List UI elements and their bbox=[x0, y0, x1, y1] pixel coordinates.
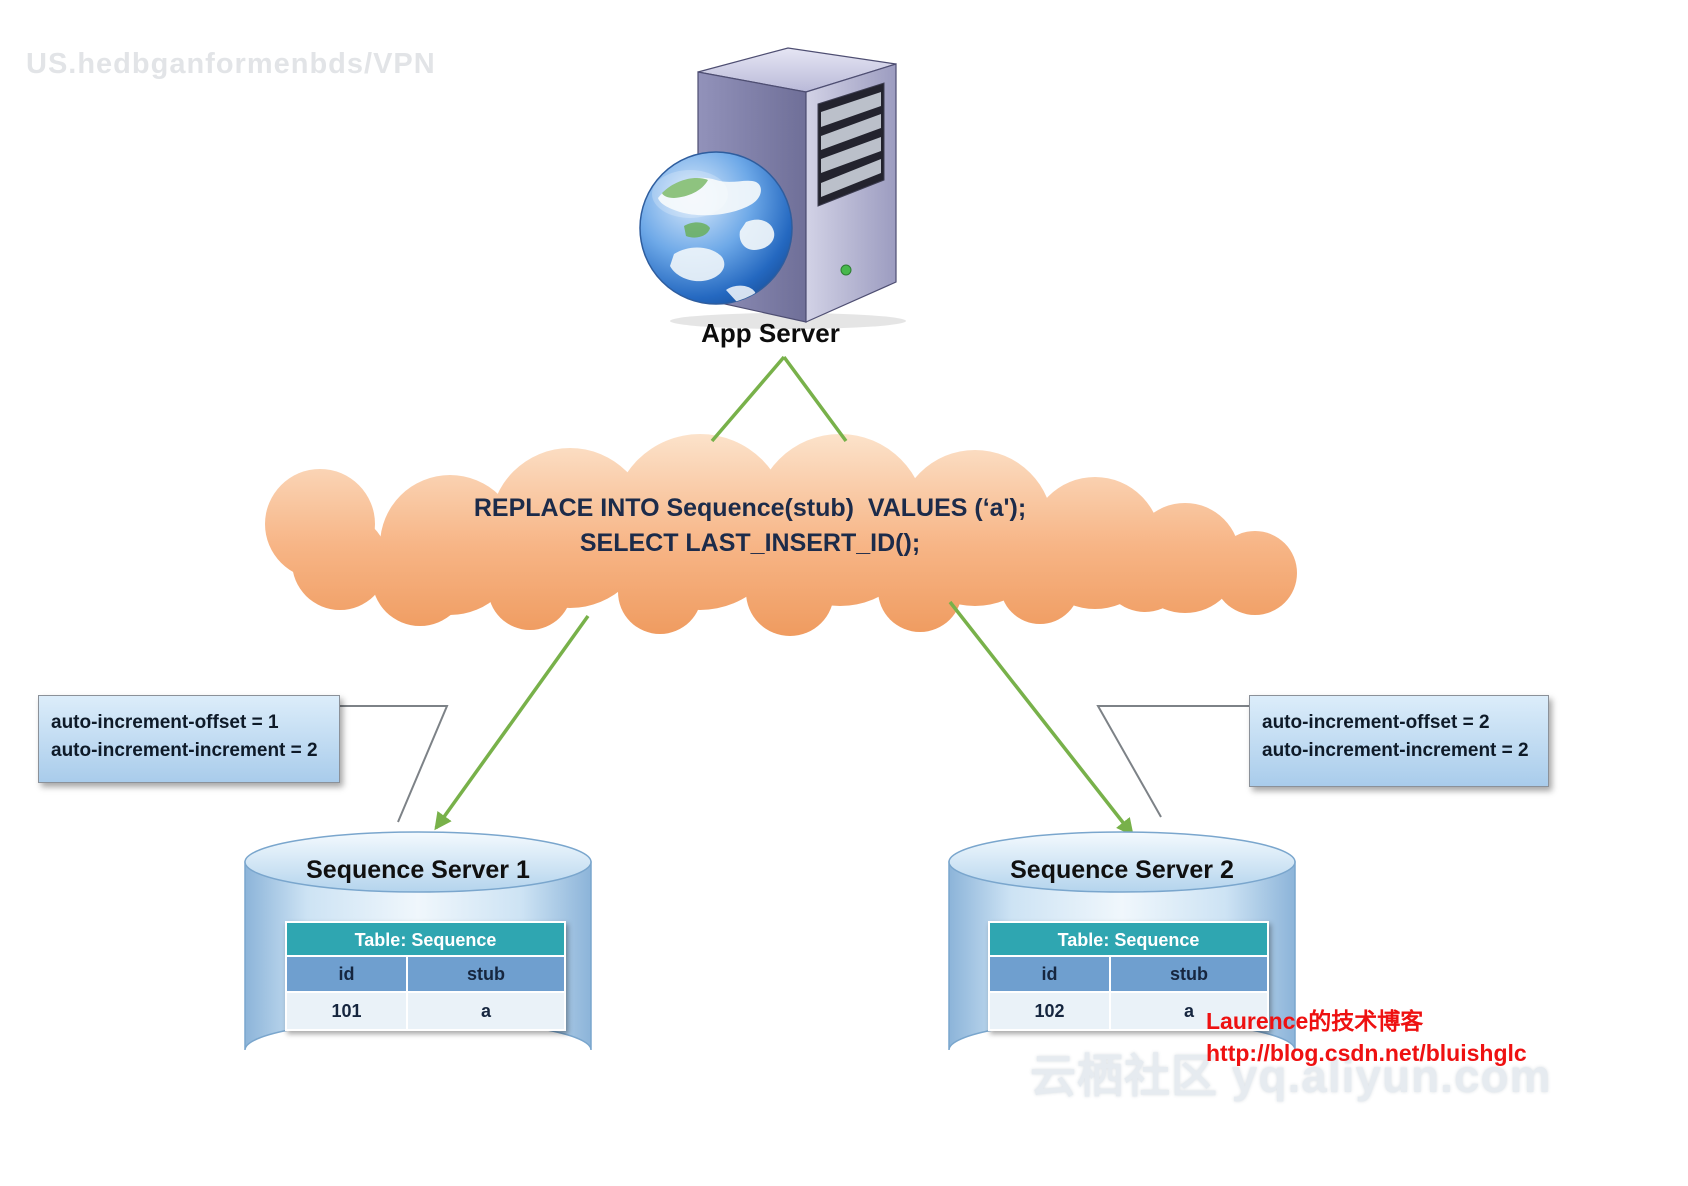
cloud-sql-text: REPLACE INTO Sequence(stub) VALUES (‘a')… bbox=[394, 491, 1106, 561]
table1-data-row: 101 a bbox=[287, 993, 564, 1029]
cloud-to-server2-arrow bbox=[948, 600, 1134, 837]
callout-left-line1: auto-increment-offset = 1 bbox=[51, 712, 279, 733]
power-led-icon bbox=[840, 264, 852, 276]
callout-right-line2: auto-increment-increment = 2 bbox=[1262, 740, 1529, 761]
cloud-sql-line1: REPLACE INTO Sequence(stub) VALUES (‘a')… bbox=[473, 494, 1027, 522]
callout-leader-right bbox=[1096, 705, 1249, 818]
cloud-to-server1-arrow bbox=[434, 614, 590, 831]
table2-column-row: id stub bbox=[990, 957, 1267, 993]
sequence-server2-title: Sequence Server 2 bbox=[1010, 856, 1234, 884]
blog-name-watermark: Laurence的技术博客 bbox=[1206, 1008, 1424, 1034]
watermark-top-left: US.hedbganformenbds/VPN bbox=[26, 48, 436, 80]
table1-header: Table: Sequence bbox=[287, 923, 564, 957]
blog-url-watermark: http://blog.csdn.net/bluishglc bbox=[1206, 1040, 1527, 1066]
table2-cell-stub: a bbox=[1111, 993, 1267, 1029]
table2-cell-id: 102 bbox=[990, 993, 1111, 1029]
icon-shadow bbox=[670, 313, 906, 329]
sequence-table-2: Table: Sequence id stub 102 a bbox=[988, 921, 1269, 1031]
callout-box-right: auto-increment-offset = 2 auto-increment… bbox=[1249, 695, 1549, 787]
table2-header: Table: Sequence bbox=[990, 923, 1267, 957]
globe-icon bbox=[639, 151, 793, 305]
sequence-server1-title: Sequence Server 1 bbox=[306, 856, 530, 884]
table2-col-id: id bbox=[990, 957, 1111, 991]
callout-right-line1: auto-increment-offset = 2 bbox=[1262, 712, 1490, 733]
table1-cell-stub: a bbox=[408, 993, 564, 1029]
sequence-table-1: Table: Sequence id stub 101 a bbox=[285, 921, 566, 1031]
app-server-icon bbox=[639, 47, 906, 329]
cloud-sql-line2: SELECT LAST_INSERT_ID(); bbox=[579, 529, 921, 557]
callout-box-left: auto-increment-offset = 1 auto-increment… bbox=[38, 695, 340, 783]
network-cloud-shape bbox=[265, 434, 1297, 636]
table1-col-stub: stub bbox=[408, 957, 564, 991]
table1-cell-id: 101 bbox=[287, 993, 408, 1029]
app-server-label: App Server bbox=[701, 318, 840, 348]
table1-column-row: id stub bbox=[287, 957, 564, 993]
app-to-cloud-lines bbox=[710, 355, 848, 443]
callout-left-line2: auto-increment-increment = 2 bbox=[51, 740, 318, 761]
table1-col-id: id bbox=[287, 957, 408, 991]
callout-leader-left bbox=[340, 705, 449, 823]
table2-data-row: 102 a bbox=[990, 993, 1267, 1029]
table2-col-stub: stub bbox=[1111, 957, 1267, 991]
watermark-bottom: 云栖社区 yq.aliyun.com bbox=[1030, 1050, 1552, 1102]
